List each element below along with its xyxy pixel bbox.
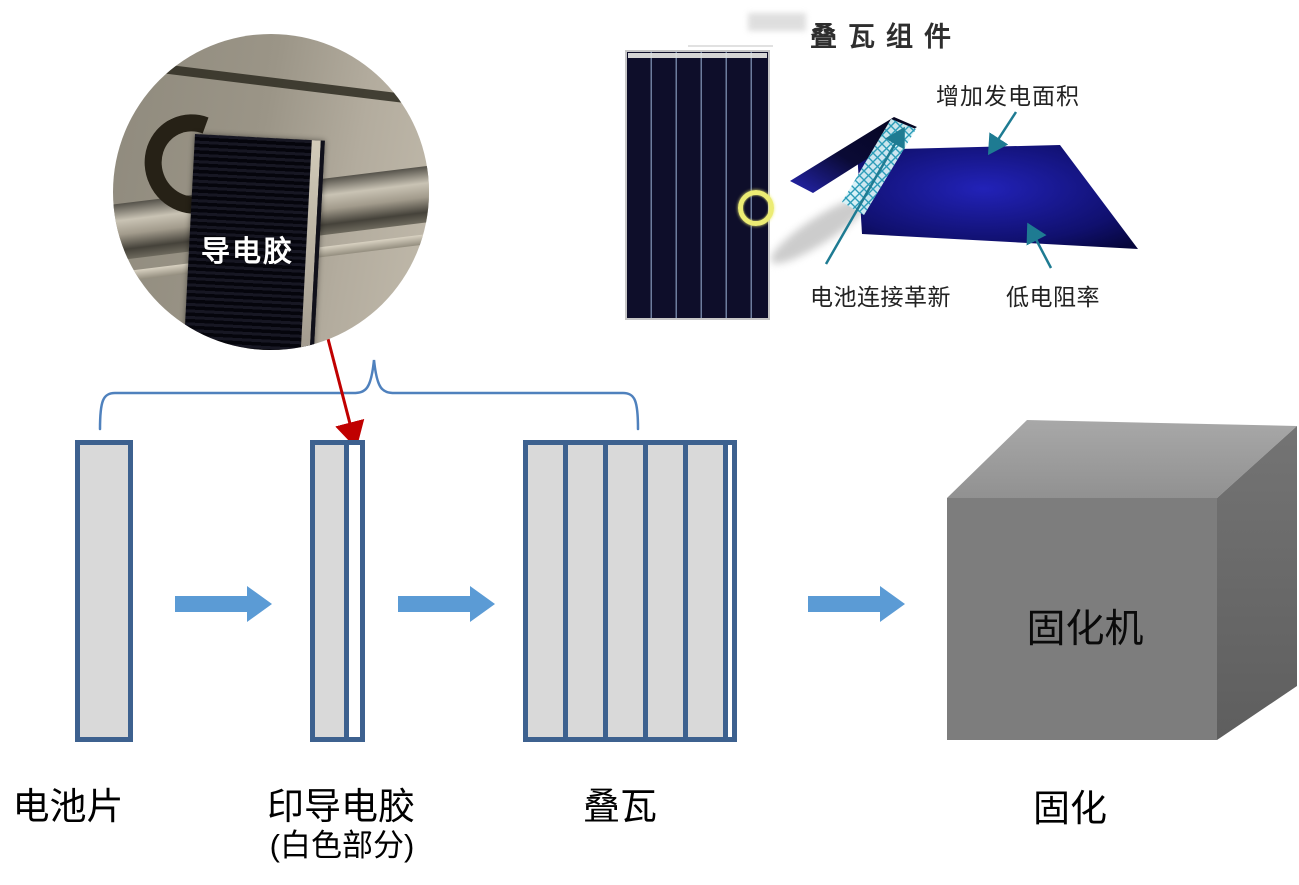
shingle-cell [643, 440, 688, 742]
shingle-stack [523, 440, 737, 742]
shingle-cell [523, 440, 568, 742]
flow-arrow-3-icon [808, 586, 905, 622]
conductive-adhesive-photo: 导电胶 [113, 34, 429, 350]
module-top-frame [628, 53, 767, 58]
module-title: 叠瓦组件 [810, 22, 962, 52]
shingle-cell [683, 440, 728, 742]
shingled-panels-3d [770, 111, 1138, 269]
label-increase-area: 增加发电面积 [936, 83, 1080, 109]
highlight-ring-icon [738, 190, 774, 226]
step-label-shingle: 叠瓦 [583, 786, 657, 827]
curing-machine-label: 固化机 [1026, 608, 1144, 651]
erased-watermark-smudge [748, 13, 806, 31]
panel-shadow [770, 196, 870, 264]
step-label-print-adhesive: 印导电胶 [267, 786, 415, 827]
leader-line-left [824, 126, 905, 265]
cell-rect [75, 440, 133, 742]
group-brace [98, 359, 640, 431]
shingle-cell [603, 440, 648, 742]
step-sublabel-white-part: (白色部分) [269, 828, 415, 863]
photo-label: 导电胶 [201, 236, 295, 268]
leader-line-top [987, 111, 1018, 156]
cube-front-face [947, 498, 1217, 740]
cube-right-face [1217, 426, 1297, 740]
cube-top-face [947, 420, 1297, 498]
label-low-resistivity: 低电阻率 [1006, 284, 1100, 310]
printed-adhesive-rect [310, 440, 365, 742]
curing-machine-cube [947, 420, 1297, 740]
step-label-cell: 电池片 [12, 786, 124, 827]
shingle-cell [563, 440, 608, 742]
flow-arrow-1-icon [175, 586, 272, 622]
step-label-cure: 固化 [1033, 788, 1107, 829]
solar-module-image [625, 50, 774, 320]
leader-line-right [1026, 222, 1053, 269]
adhesive-cell-rect [310, 440, 349, 742]
faint-line [688, 45, 773, 47]
large-panel [857, 145, 1138, 249]
label-connection-innovation: 电池连接革新 [810, 284, 951, 310]
flow-arrow-2-icon [398, 586, 495, 622]
